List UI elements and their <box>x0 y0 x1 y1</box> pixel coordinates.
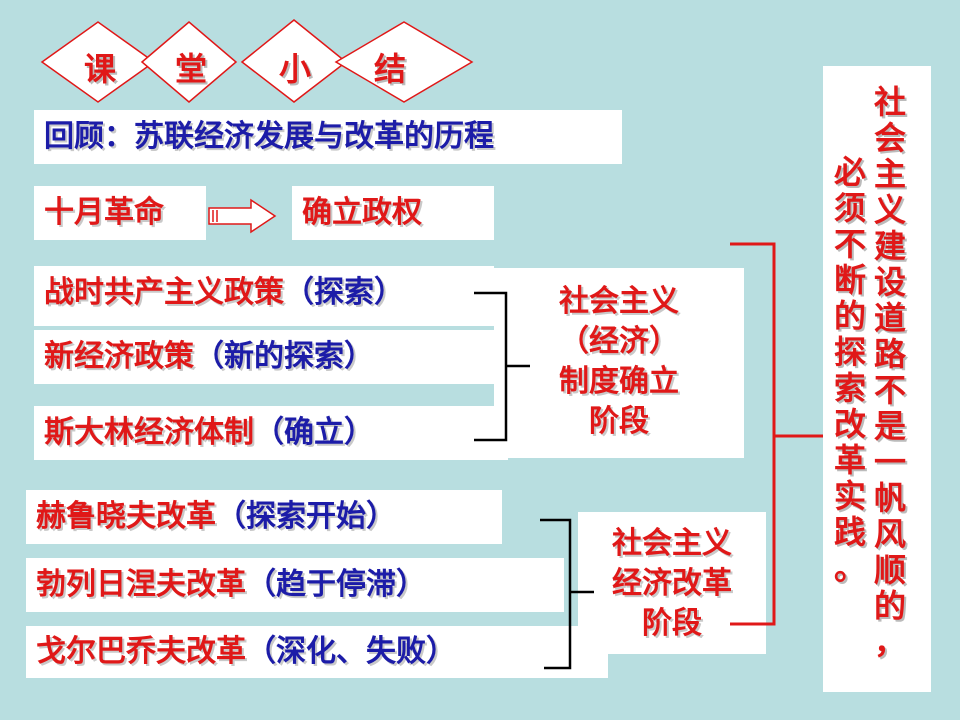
phase2-item-2: 勃列日涅夫改革（趋于停滞） <box>26 558 564 612</box>
phase2-item-3: 戈尔巴乔夫改革（深化、失败） <box>26 626 608 678</box>
phase2-stage-line-1: 社会主义 <box>612 526 732 561</box>
title-diamond-4 <box>334 21 474 103</box>
phase1-stage-line-3: 制度确立 <box>559 364 679 399</box>
phase1-item-2: 新经济政策（新的探索） <box>34 330 494 384</box>
phase2-stage-line-2: 经济改革 <box>612 566 732 601</box>
phase1-item-1-note: （探索） <box>284 275 404 310</box>
title-char-4: 结 <box>373 50 406 88</box>
phase2-item-1-note: （探索开始） <box>216 499 396 534</box>
conclusion-column-2: 必须不断的探索改革实践。 <box>833 153 866 587</box>
title-char-1: 课 <box>83 50 116 88</box>
phase2-item-1: 赫鲁晓夫改革（探索开始） <box>26 490 502 544</box>
establish-regime-box: 确立政权 <box>292 186 494 240</box>
review-heading: 回顾：苏联经济发展与改革的历程 <box>34 110 622 164</box>
phase2-stage-box: 社会主义 经济改革 阶段 <box>578 512 766 654</box>
phase1-item-3-note: （确立） <box>254 415 374 450</box>
phase2-item-3-main: 戈尔巴乔夫改革 <box>36 634 246 669</box>
phase2-item-1-main: 赫鲁晓夫改革 <box>36 499 216 534</box>
phase1-stage-line-2: （经济） <box>559 324 679 359</box>
conclusion-box <box>823 66 931 692</box>
conclusion-column-1: 社会主义建设道路不是一帆风顺的， <box>873 83 906 661</box>
title-diamond-2 <box>140 21 238 103</box>
phase1-item-2-main: 新经济政策 <box>44 339 194 374</box>
title-char-2: 堂 <box>174 50 207 88</box>
phase1-item-2-note: （新的探索） <box>194 339 374 374</box>
title-char-3: 小 <box>278 50 311 88</box>
phase2-item-3-note: （深化、失败） <box>246 634 456 669</box>
phase1-stage-box: 社会主义 （经济） 制度确立 阶段 <box>494 268 744 458</box>
arrow-icon <box>208 198 277 234</box>
phase1-item-3: 斯大林经济体制（确立） <box>34 406 508 460</box>
phase1-item-1-main: 战时共产主义政策 <box>44 275 284 310</box>
phase2-stage-line-3: 阶段 <box>642 606 702 641</box>
october-revolution-box: 十月革命 <box>34 186 206 240</box>
phase1-stage-line-1: 社会主义 <box>559 284 679 319</box>
phase1-item-3-main: 斯大林经济体制 <box>44 415 254 450</box>
phase1-item-1: 战时共产主义政策（探索） <box>34 266 494 326</box>
phase2-item-2-main: 勃列日涅夫改革 <box>36 567 246 602</box>
phase2-item-2-note: （趋于停滞） <box>246 567 426 602</box>
phase1-stage-line-4: 阶段 <box>589 404 649 439</box>
